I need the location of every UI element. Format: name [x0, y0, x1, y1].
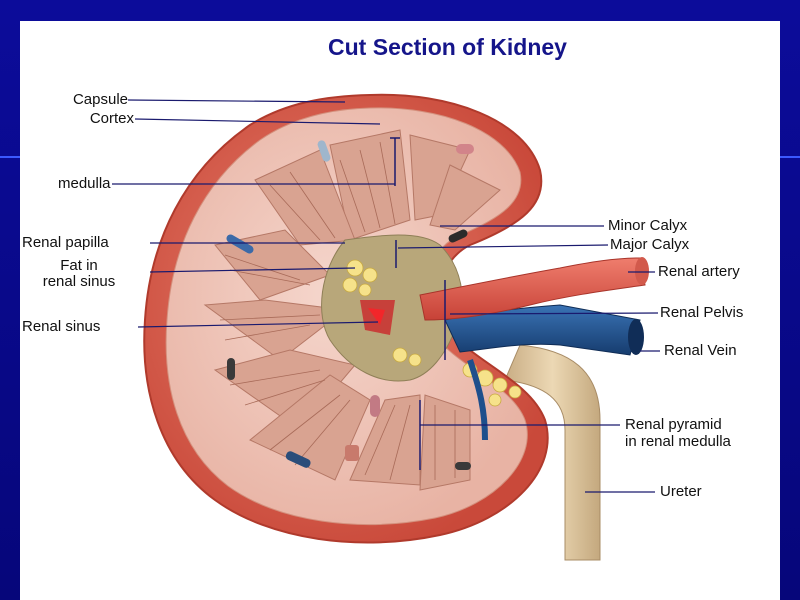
region-brackets	[390, 137, 446, 470]
leader-lines	[112, 99, 660, 493]
label-cortex: Cortex	[89, 110, 134, 127]
ureter-shape	[504, 344, 601, 561]
label-renal-papilla: Renal papilla	[22, 234, 109, 251]
small-vessels	[226, 140, 488, 470]
pyramid-striations	[219, 141, 456, 481]
label-renal-pelvis: Renal Pelvis	[660, 304, 744, 321]
label-pyramid-line2: in renal medulla	[625, 433, 731, 450]
label-ureter: Ureter	[660, 483, 702, 500]
diagram-title: Cut Section of Kidney	[328, 34, 567, 60]
label-renal-artery: Renal artery	[658, 263, 740, 280]
label-fat-line2: renal sinus	[42, 273, 116, 290]
label-minor-calyx: Minor Calyx	[608, 217, 688, 234]
fat-deposits	[342, 259, 522, 407]
label-capsule: Capsule	[72, 91, 128, 108]
label-pyramid-line1: Renal pyramid	[625, 416, 722, 433]
label-renal-vein: Renal Vein	[664, 342, 737, 359]
label-renal-sinus: Renal sinus	[22, 318, 101, 335]
renal-vein-shape	[444, 304, 644, 356]
label-fat-line1: Fat in	[60, 257, 98, 274]
label-major-calyx: Major Calyx	[610, 236, 690, 253]
label-medulla: medulla	[58, 175, 111, 192]
